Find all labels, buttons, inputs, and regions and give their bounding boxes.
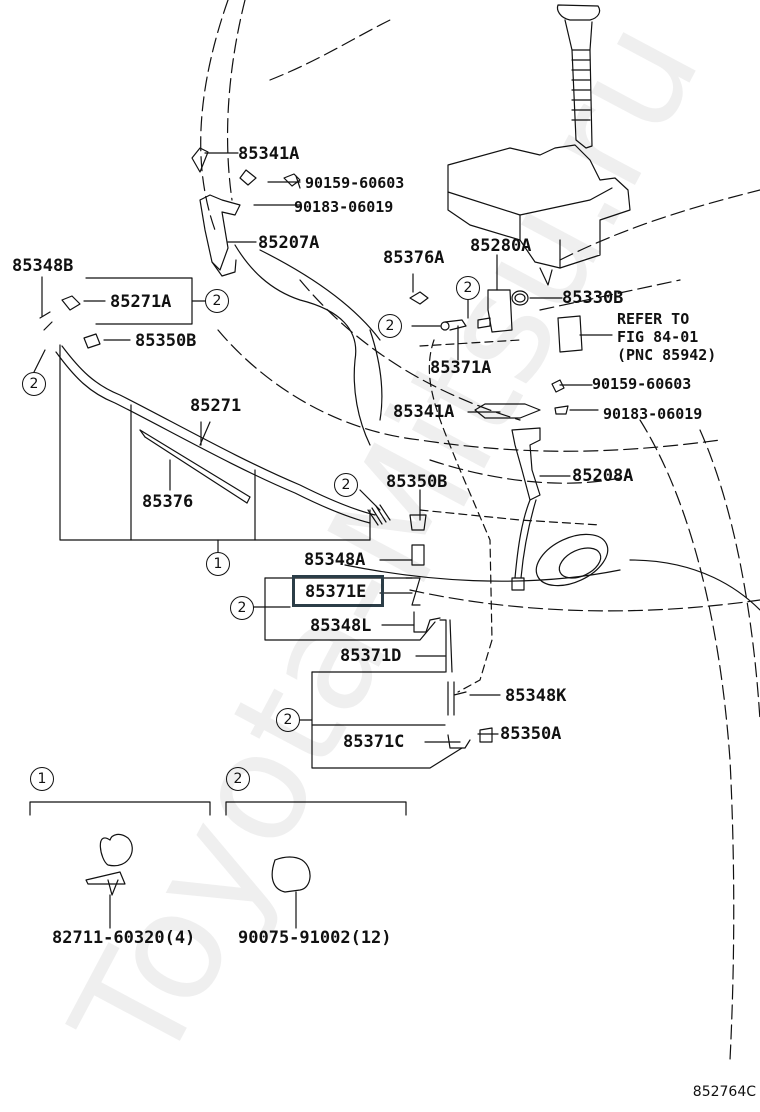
figure-code: 852764C	[692, 1084, 756, 1100]
part-label-85350A[interactable]: 85350A	[500, 724, 562, 744]
body-outline	[201, 0, 760, 1060]
legend-marker-2: 2	[226, 767, 250, 791]
legend-part-clip[interactable]: 82711-60320(4)	[52, 928, 196, 948]
callout-2: 2	[230, 596, 254, 620]
part-label-85376[interactable]: 85376	[142, 492, 194, 512]
part-label-85271A[interactable]: 85271A	[110, 292, 172, 312]
part-label-85371C[interactable]: 85371C	[343, 732, 405, 752]
part-label-85348K[interactable]: 85348K	[505, 686, 567, 706]
body-outline-solid	[235, 245, 760, 610]
pump-85280A	[410, 290, 582, 352]
refer-line-1: REFER TO	[617, 310, 690, 328]
part-label-85348A[interactable]: 85348A	[304, 550, 366, 570]
part-label-85376A[interactable]: 85376A	[383, 248, 445, 268]
part-label-90159-60603[interactable]: 90159-60603	[592, 375, 692, 393]
hose-85271	[40, 296, 390, 525]
highlight-box	[292, 575, 384, 607]
part-label-85350B[interactable]: 85350B	[135, 331, 197, 351]
part-label-85207A[interactable]: 85207A	[258, 233, 320, 253]
part-label-85208A[interactable]: 85208A	[572, 466, 634, 486]
part-label-85350B[interactable]: 85350B	[386, 472, 448, 492]
callout-2: 2	[205, 289, 229, 313]
refer-line-2: FIG 84-01	[617, 328, 699, 346]
part-label-85280A[interactable]: 85280A	[470, 236, 532, 256]
part-label-85348B[interactable]: 85348B	[12, 256, 74, 276]
nozzle-85207A	[192, 148, 300, 276]
part-label-85271[interactable]: 85271	[190, 396, 242, 416]
part-label-85348L[interactable]: 85348L	[310, 616, 372, 636]
part-label-90183-06019[interactable]: 90183-06019	[603, 405, 703, 423]
part-label-90183-06019[interactable]: 90183-06019	[294, 198, 394, 216]
nozzle-85208A	[475, 380, 568, 590]
part-label-85341A[interactable]: 85341A	[238, 144, 300, 164]
callout-1: 1	[206, 552, 230, 576]
washer-tank	[448, 5, 630, 285]
leader-lines	[34, 153, 612, 742]
callout-2: 2	[276, 708, 300, 732]
part-label-85341A[interactable]: 85341A	[393, 402, 455, 422]
callout-2: 2	[456, 276, 480, 300]
part-label-85371A[interactable]: 85371A	[430, 358, 492, 378]
part-label-85371E-highlighted[interactable]: 85371E	[305, 582, 367, 602]
callout-2: 2	[334, 473, 358, 497]
callout-2: 2	[378, 314, 402, 338]
legend-marker-1: 1	[30, 767, 54, 791]
legend-part-clamp[interactable]: 90075-91002(12)	[238, 928, 392, 948]
group1-bracket	[60, 345, 370, 552]
connection-lines	[420, 340, 600, 692]
part-label-85330B[interactable]: 85330B	[562, 288, 624, 308]
refer-line-3: (PNC 85942)	[617, 346, 717, 364]
part-label-85371D[interactable]: 85371D	[340, 646, 402, 666]
callout-2: 2	[22, 372, 46, 396]
legend-brackets	[30, 802, 406, 928]
group2-brackets	[252, 578, 462, 768]
part-label-90159-60603[interactable]: 90159-60603	[305, 174, 405, 192]
center-pipes	[406, 515, 492, 748]
